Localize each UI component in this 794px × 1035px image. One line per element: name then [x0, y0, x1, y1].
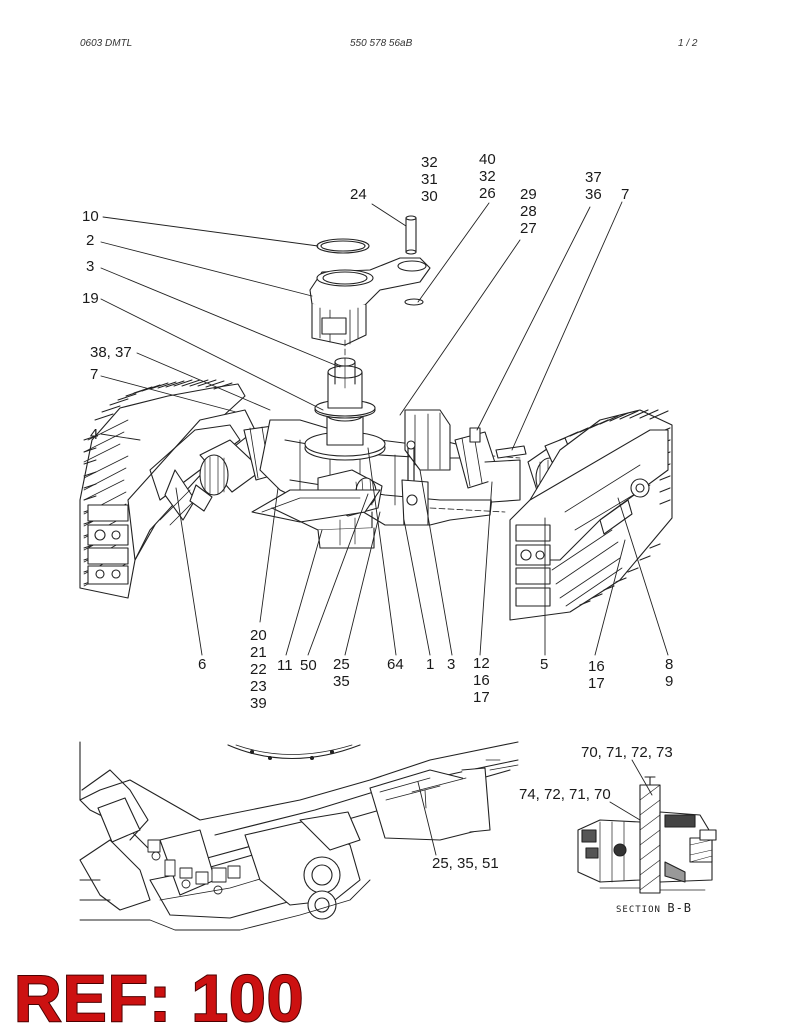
header-part-number: 550 578 56aB — [350, 38, 413, 49]
detail-leader-lines — [417, 759, 653, 856]
right-crawler-track — [509, 409, 673, 621]
callout-3-lower: 3 — [447, 656, 456, 673]
callout-74-72-71-70: 74, 72, 71, 70 — [519, 786, 611, 803]
callout-24: 24 — [350, 186, 367, 203]
callout-2: 2 — [86, 232, 95, 249]
header-page-number: 1 / 2 — [678, 38, 698, 49]
callout-11: 11 — [277, 657, 293, 674]
callout-38-37: 38, 37 — [90, 344, 132, 361]
reference-number: REF: 100 — [13, 961, 305, 1035]
header-drawing-code: 0603 DMTL — [80, 38, 133, 49]
upper-bearing-housing — [309, 238, 431, 346]
pin-part-24 — [404, 215, 424, 306]
callout-19: 19 — [82, 290, 99, 307]
leader-lines — [100, 201, 669, 656]
callout-6: 6 — [198, 656, 207, 673]
callout-3-upper: 3 — [86, 258, 95, 275]
callout-5: 5 — [540, 656, 549, 673]
callout-7-right: 7 — [621, 186, 630, 203]
detail-view-frame — [79, 741, 519, 931]
callout-25-35-51: 25, 35, 51 — [432, 855, 499, 872]
section-label: SECTION B-B — [616, 901, 693, 915]
callout-10: 10 — [82, 208, 99, 225]
callout-4: 4 — [90, 426, 99, 443]
slewing-ring — [304, 357, 386, 461]
callout-1: 1 — [426, 656, 435, 673]
callout-70-71-72-73: 70, 71, 72, 73 — [581, 744, 673, 761]
callout-64: 64 — [387, 656, 404, 673]
callout-50: 50 — [300, 657, 317, 674]
section-b-b-view — [577, 776, 717, 894]
callout-7-left: 7 — [90, 366, 99, 383]
